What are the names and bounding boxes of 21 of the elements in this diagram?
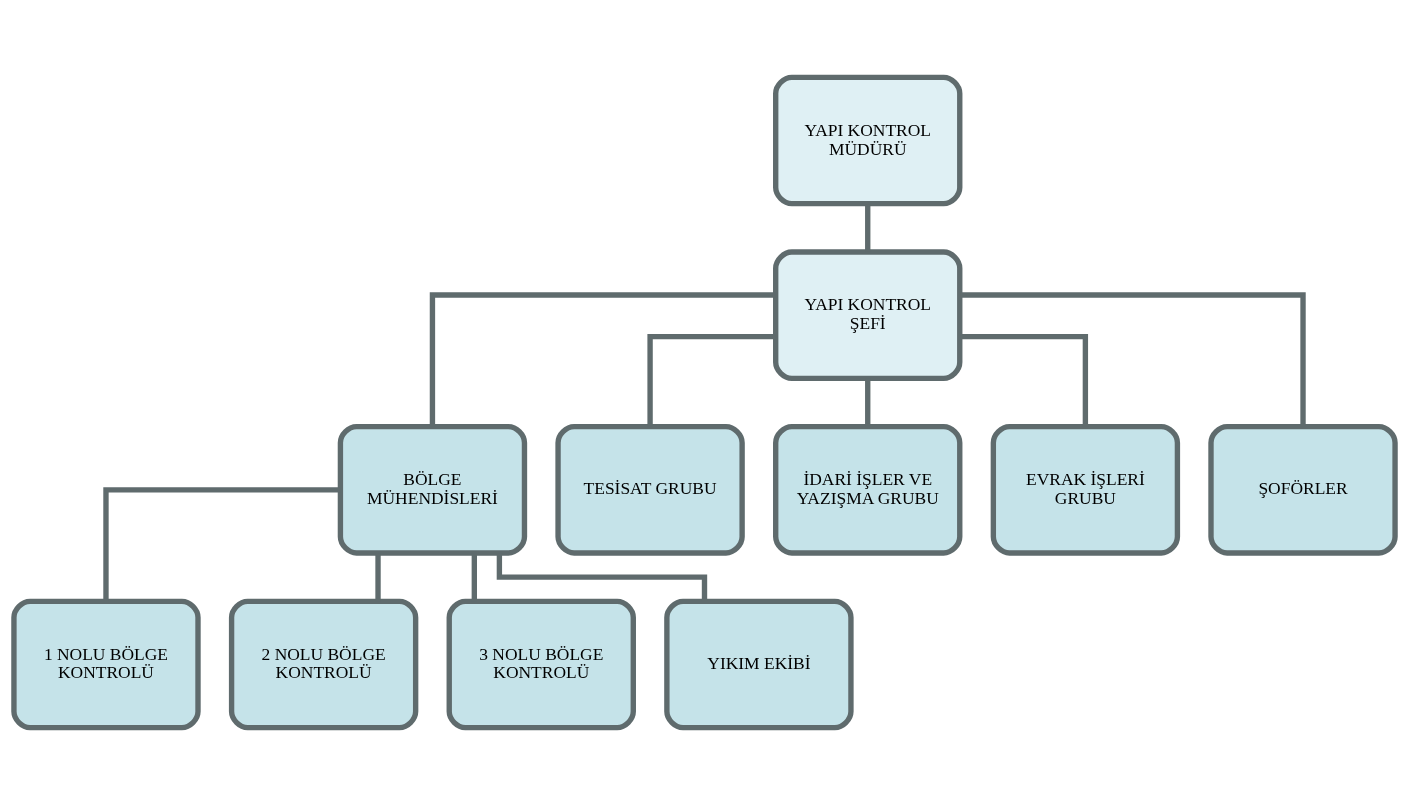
connector	[375, 552, 381, 601]
node-box: 1 NOLU BÖLGE KONTROLÜ	[11, 598, 201, 730]
connector	[496, 552, 708, 601]
connector	[960, 291, 1306, 427]
node-box: YAPI KONTROL MÜDÜRÜ	[773, 74, 963, 206]
node-box: EVRAK İŞLERİ GRUBU	[990, 423, 1181, 556]
node-box: ŞOFÖRLER	[1208, 423, 1398, 556]
node-box: 3 NOLU BÖLGE KONTROLÜ	[446, 598, 636, 730]
connector	[103, 486, 341, 601]
node-box: YAPI KONTROL ŞEFİ	[773, 248, 963, 381]
connector	[471, 552, 477, 601]
connector	[960, 333, 1089, 427]
connector	[429, 291, 776, 427]
node-box: TESİSAT GRUBU	[555, 423, 745, 556]
node-box: BÖLGE MÜHENDİSLERİ	[337, 423, 528, 556]
connector	[865, 378, 871, 427]
node-box: YIKIM EKİBİ	[664, 598, 854, 730]
node-box: 2 NOLU BÖLGE KONTROLÜ	[228, 598, 419, 730]
node-box: İDARİ İŞLER VE YAZIŞMA GRUBU	[773, 423, 963, 556]
connector	[647, 333, 776, 427]
connector	[865, 203, 871, 252]
